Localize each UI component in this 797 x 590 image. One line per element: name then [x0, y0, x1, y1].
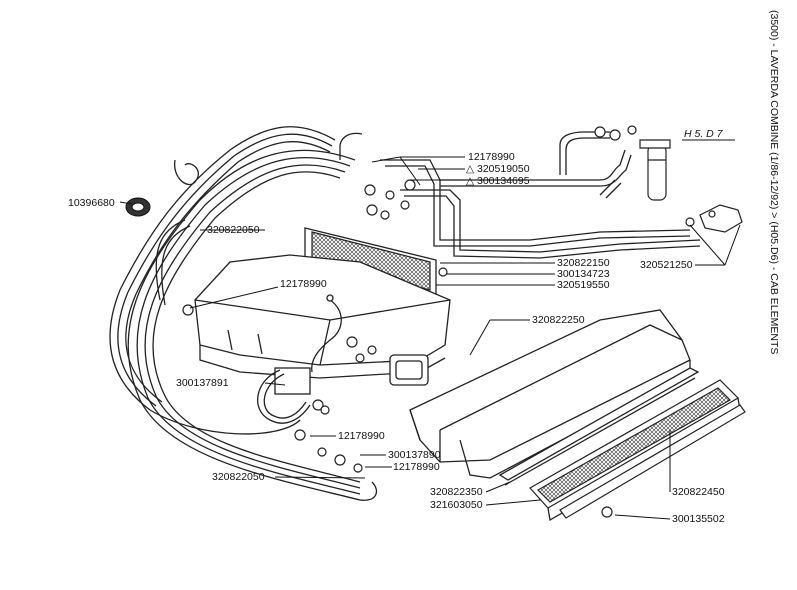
label-320822050-bottom: 320822050	[212, 471, 265, 483]
label-320822250: 320822250	[532, 314, 585, 326]
label-320822350: 320822350	[430, 486, 483, 498]
label-300134695: △ 300134695	[466, 175, 530, 187]
gasket-strip	[498, 367, 700, 486]
label-320521250: 320521250	[640, 259, 693, 271]
label-300135502: 300135502	[672, 513, 725, 525]
label-12178990-mid: 12178990	[280, 278, 327, 290]
label-10396680: 10396680	[68, 197, 115, 209]
part-labels: 12178990 △ 320519050 △ 300134695 1039668…	[68, 151, 725, 525]
upper-hoses	[339, 131, 701, 259]
evaporator-housing	[194, 254, 451, 395]
label-320519550: 320519550	[557, 279, 610, 291]
clamp-parts	[364, 179, 448, 277]
label-320519050: △ 320519050	[466, 163, 530, 175]
fittings-low	[182, 304, 377, 473]
filter-canister	[594, 125, 671, 201]
hose-bundle	[109, 126, 378, 501]
label-12178990-low2: 12178990	[393, 461, 440, 473]
grommet	[125, 159, 199, 217]
label-320822150: 320822150	[557, 257, 610, 269]
label-12178990-top: 12178990	[468, 151, 515, 163]
expansion-valve	[685, 204, 743, 233]
duct-cover	[409, 309, 691, 479]
label-300137891: 300137891	[176, 377, 229, 389]
wire-harness	[257, 294, 342, 424]
side-title-region: (3500) - LAVERDA COMBINE (1/86-12/92) > …	[768, 10, 797, 570]
label-300134723: 300134723	[557, 268, 610, 280]
side-title: (3500) - LAVERDA COMBINE (1/86-12/92) > …	[768, 10, 780, 355]
leader-lines	[119, 156, 741, 520]
label-300137890: 300137890	[388, 449, 441, 461]
label-320822050-top: 320822050	[207, 224, 260, 236]
label-321603050: 321603050	[430, 499, 483, 511]
label-12178990-low: 12178990	[338, 430, 385, 442]
lower-air-grille	[529, 379, 746, 522]
ref-code-text: H 5. D 7	[684, 128, 724, 140]
ref-code: H 5. D 7	[682, 128, 735, 141]
label-320822450: 320822450	[672, 486, 725, 498]
